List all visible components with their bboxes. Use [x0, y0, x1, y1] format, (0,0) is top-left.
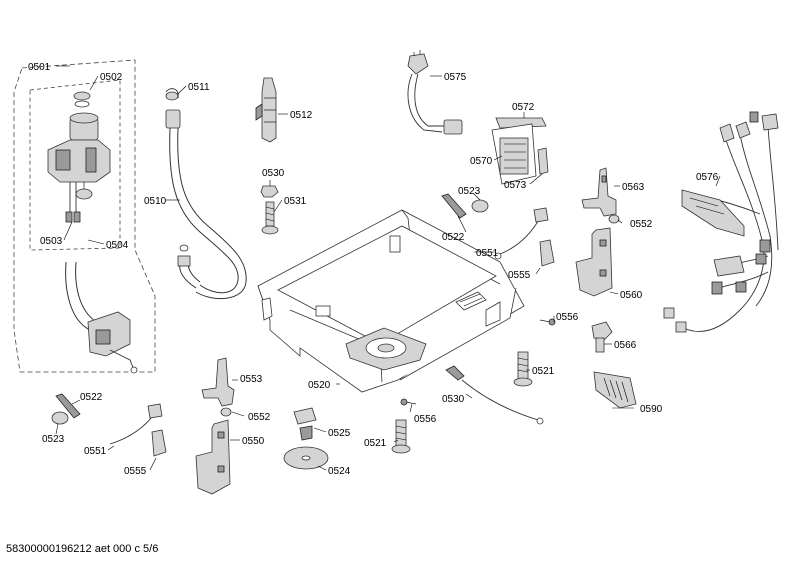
label-0573: 0573 [504, 180, 527, 191]
part-screw-middle [400, 398, 417, 406]
label-0570: 0570 [470, 156, 493, 167]
part-sensor [591, 321, 613, 353]
part-labels: 0501 0502 0503 0504 0510 0511 0512 0530 … [28, 62, 719, 477]
label-0524: 0524 [328, 466, 351, 477]
part-foot-screw-left [260, 185, 279, 235]
part-cable-lower [445, 365, 544, 425]
part-comb-strip [593, 371, 637, 409]
label-0576: 0576 [696, 172, 719, 183]
label-0551-upper: 0551 [476, 248, 499, 259]
label-0560: 0560 [620, 290, 643, 301]
label-0511: 0511 [188, 82, 210, 93]
part-foot-right [513, 351, 533, 387]
part-switch-lower [293, 407, 317, 441]
label-0553: 0553 [240, 374, 263, 385]
label-0503: 0503 [40, 236, 63, 247]
label-0523-upper: 0523 [458, 186, 481, 197]
label-0551-lower: 0551 [84, 446, 107, 457]
part-float-switch-lower [51, 393, 167, 457]
part-bracket-upper-left [201, 357, 235, 417]
label-0522-upper: 0522 [442, 232, 465, 243]
part-float-switch-upper [441, 193, 555, 267]
label-0521-right: 0521 [532, 366, 555, 377]
part-base-tub [257, 209, 525, 393]
part-bracket-lower-left [195, 419, 231, 495]
label-0512: 0512 [290, 110, 313, 121]
leader-lines [55, 65, 721, 471]
part-bracket-upper-right [581, 167, 617, 217]
label-0556-middle: 0556 [414, 414, 437, 425]
part-drain-hose [165, 88, 247, 300]
label-0521-lower: 0521 [364, 438, 387, 449]
part-inlet-valve [47, 91, 111, 223]
label-0510: 0510 [144, 196, 167, 207]
part-disc [283, 446, 329, 470]
label-0550: 0550 [242, 436, 265, 447]
document-reference-footer: 58300000196212 aet 000 c 5/6 [6, 543, 159, 555]
label-0552-right: 0552 [630, 219, 653, 230]
part-wiring-harness [663, 111, 779, 333]
label-0530-lower: 0530 [442, 394, 465, 405]
label-0563: 0563 [622, 182, 645, 193]
label-0530-upper: 0530 [262, 168, 285, 179]
assembly-group-0501 [13, 59, 156, 373]
part-vertical-tube [255, 77, 277, 143]
label-0572: 0572 [512, 102, 535, 113]
label-0520: 0520 [308, 380, 331, 391]
label-0552-left: 0552 [248, 412, 271, 423]
label-0555-upper: 0555 [508, 270, 531, 281]
label-0590: 0590 [640, 404, 663, 415]
part-bracket-lower-right [575, 214, 620, 297]
part-control-box [491, 117, 549, 185]
label-0555-lower: 0555 [124, 466, 147, 477]
part-foot-lower [391, 419, 411, 454]
label-0522-lower: 0522 [80, 392, 103, 403]
label-0575: 0575 [444, 72, 467, 83]
label-0523-lower: 0523 [42, 434, 65, 445]
part-screw-right [539, 318, 556, 326]
label-0556-right: 0556 [556, 312, 579, 323]
label-0566: 0566 [614, 340, 637, 351]
part-power-cord [407, 50, 463, 135]
label-0504: 0504 [106, 240, 129, 251]
label-0502: 0502 [100, 72, 123, 83]
label-0531: 0531 [284, 196, 307, 207]
label-0525: 0525 [328, 428, 351, 439]
part-inlet-hose-lower [65, 261, 138, 374]
label-0501: 0501 [28, 62, 51, 73]
